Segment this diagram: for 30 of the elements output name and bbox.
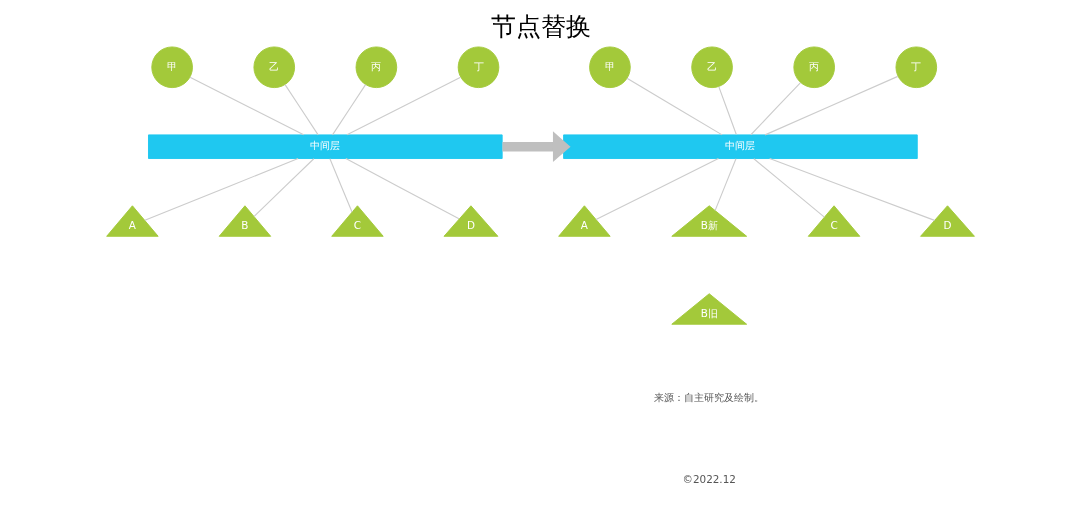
node-circle: 丁 <box>895 46 937 89</box>
connector <box>749 82 801 136</box>
connector <box>768 158 935 221</box>
connector <box>764 75 898 136</box>
arrow <box>501 131 571 163</box>
connector <box>345 76 461 136</box>
node-circle: 甲 <box>150 46 193 89</box>
label: ©2022.12 <box>682 472 736 485</box>
connector <box>344 158 460 220</box>
node-circle: 丁 <box>457 46 499 89</box>
connector <box>752 158 825 218</box>
connector <box>717 86 737 136</box>
connector <box>284 84 319 136</box>
node-circle: 乙 <box>252 46 295 89</box>
node-box: 中间层 <box>562 134 918 159</box>
node-box: 中间层 <box>147 134 503 159</box>
node-circle: 丙 <box>792 46 835 89</box>
connector <box>714 158 737 211</box>
connector <box>331 84 366 136</box>
label: 来源：自主研究及绘制。 <box>653 391 764 404</box>
node-circle: 甲 <box>588 46 631 89</box>
connector <box>594 158 719 220</box>
node-circle: 乙 <box>690 46 733 89</box>
connector <box>253 158 314 217</box>
connector <box>625 77 723 136</box>
connector <box>328 158 353 213</box>
connector <box>143 158 299 221</box>
node-circle: 丙 <box>355 46 397 89</box>
connector <box>188 76 304 136</box>
diagram-title: 节点替换 <box>490 12 590 42</box>
